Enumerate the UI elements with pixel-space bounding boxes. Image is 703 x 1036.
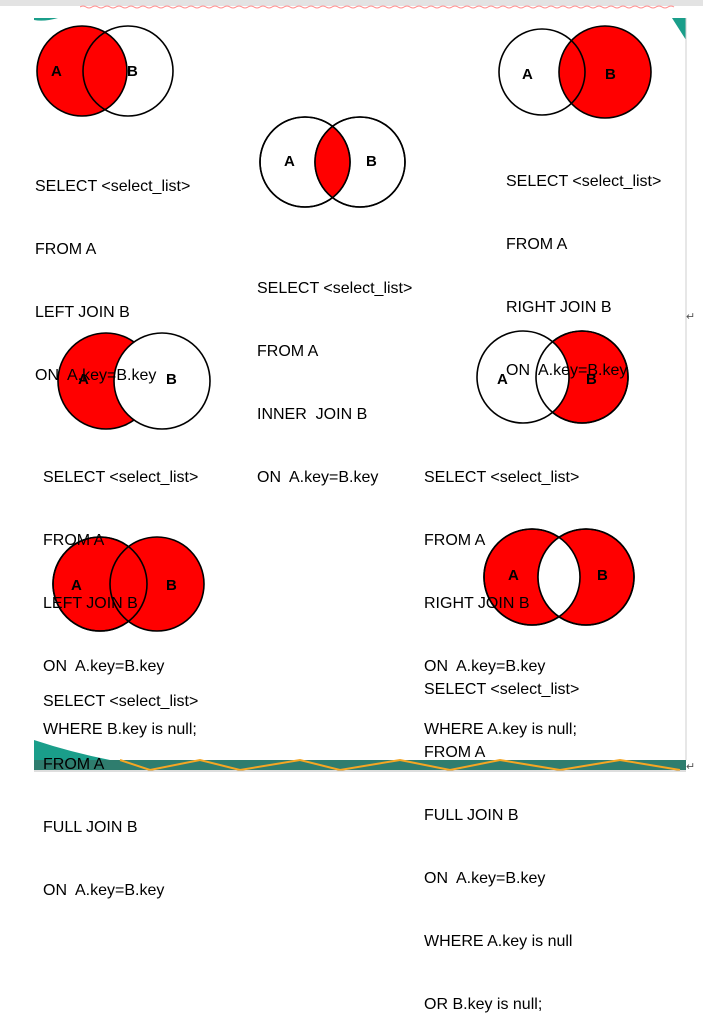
label-a: A bbox=[522, 66, 533, 83]
sql-right-only: SELECT <select_list> FROM A RIGHT JOIN B… bbox=[424, 469, 580, 738]
venn-full-outer-excluding: A B bbox=[483, 528, 635, 626]
paragraph-mark: ↵ bbox=[686, 761, 696, 773]
circle-b bbox=[558, 25, 652, 119]
sql-left-only: SELECT <select_list> FROM A LEFT JOIN B … bbox=[43, 469, 199, 738]
label-a: A bbox=[78, 371, 89, 388]
label-a: A bbox=[284, 153, 295, 170]
label-b: B bbox=[366, 153, 377, 170]
circle-b bbox=[82, 25, 174, 117]
venn-full-join: A B bbox=[52, 536, 205, 632]
label-a: A bbox=[51, 63, 62, 80]
label-b: B bbox=[166, 371, 177, 388]
venn-left-only: A B bbox=[57, 332, 211, 430]
intersection bbox=[538, 529, 580, 625]
document-top-bar bbox=[0, 0, 703, 6]
circle-a bbox=[476, 330, 570, 424]
venn-right-join: A B bbox=[498, 25, 652, 119]
label-a: A bbox=[497, 371, 508, 388]
sql-left-join: SELECT <select_list> FROM A LEFT JOIN B … bbox=[35, 178, 191, 384]
sql-full-join: SELECT <select_list> FROM A FULL JOIN B … bbox=[43, 693, 199, 899]
label-b: B bbox=[166, 577, 177, 594]
venn-right-only: A B bbox=[476, 330, 629, 424]
venn-left-join: A B bbox=[36, 25, 174, 117]
paragraph-mark: ↵ bbox=[686, 311, 696, 323]
venn-inner-join: A B bbox=[259, 116, 406, 208]
intersection bbox=[315, 117, 350, 207]
label-b: B bbox=[605, 66, 616, 83]
label-b: B bbox=[586, 371, 597, 388]
slide-decoration bbox=[34, 18, 687, 772]
sql-full-outer-excluding: SELECT <select_list> FROM A FULL JOIN B … bbox=[424, 681, 580, 1013]
label-b: B bbox=[127, 63, 138, 80]
circle-b bbox=[109, 536, 205, 632]
circle-a bbox=[36, 25, 128, 117]
label-a: A bbox=[71, 577, 82, 594]
label-a: A bbox=[508, 567, 519, 584]
sql-right-join: SELECT <select_list> FROM A RIGHT JOIN B… bbox=[506, 173, 662, 379]
circle-a bbox=[498, 28, 586, 116]
spellcheck-squiggle bbox=[80, 5, 675, 9]
circle-b bbox=[113, 332, 211, 430]
join-venn-diagrams: A B A B A B A B A B A B bbox=[36, 25, 652, 632]
label-b: B bbox=[597, 567, 608, 584]
sql-inner-join: SELECT <select_list> FROM A INNER JOIN B… bbox=[257, 280, 413, 486]
